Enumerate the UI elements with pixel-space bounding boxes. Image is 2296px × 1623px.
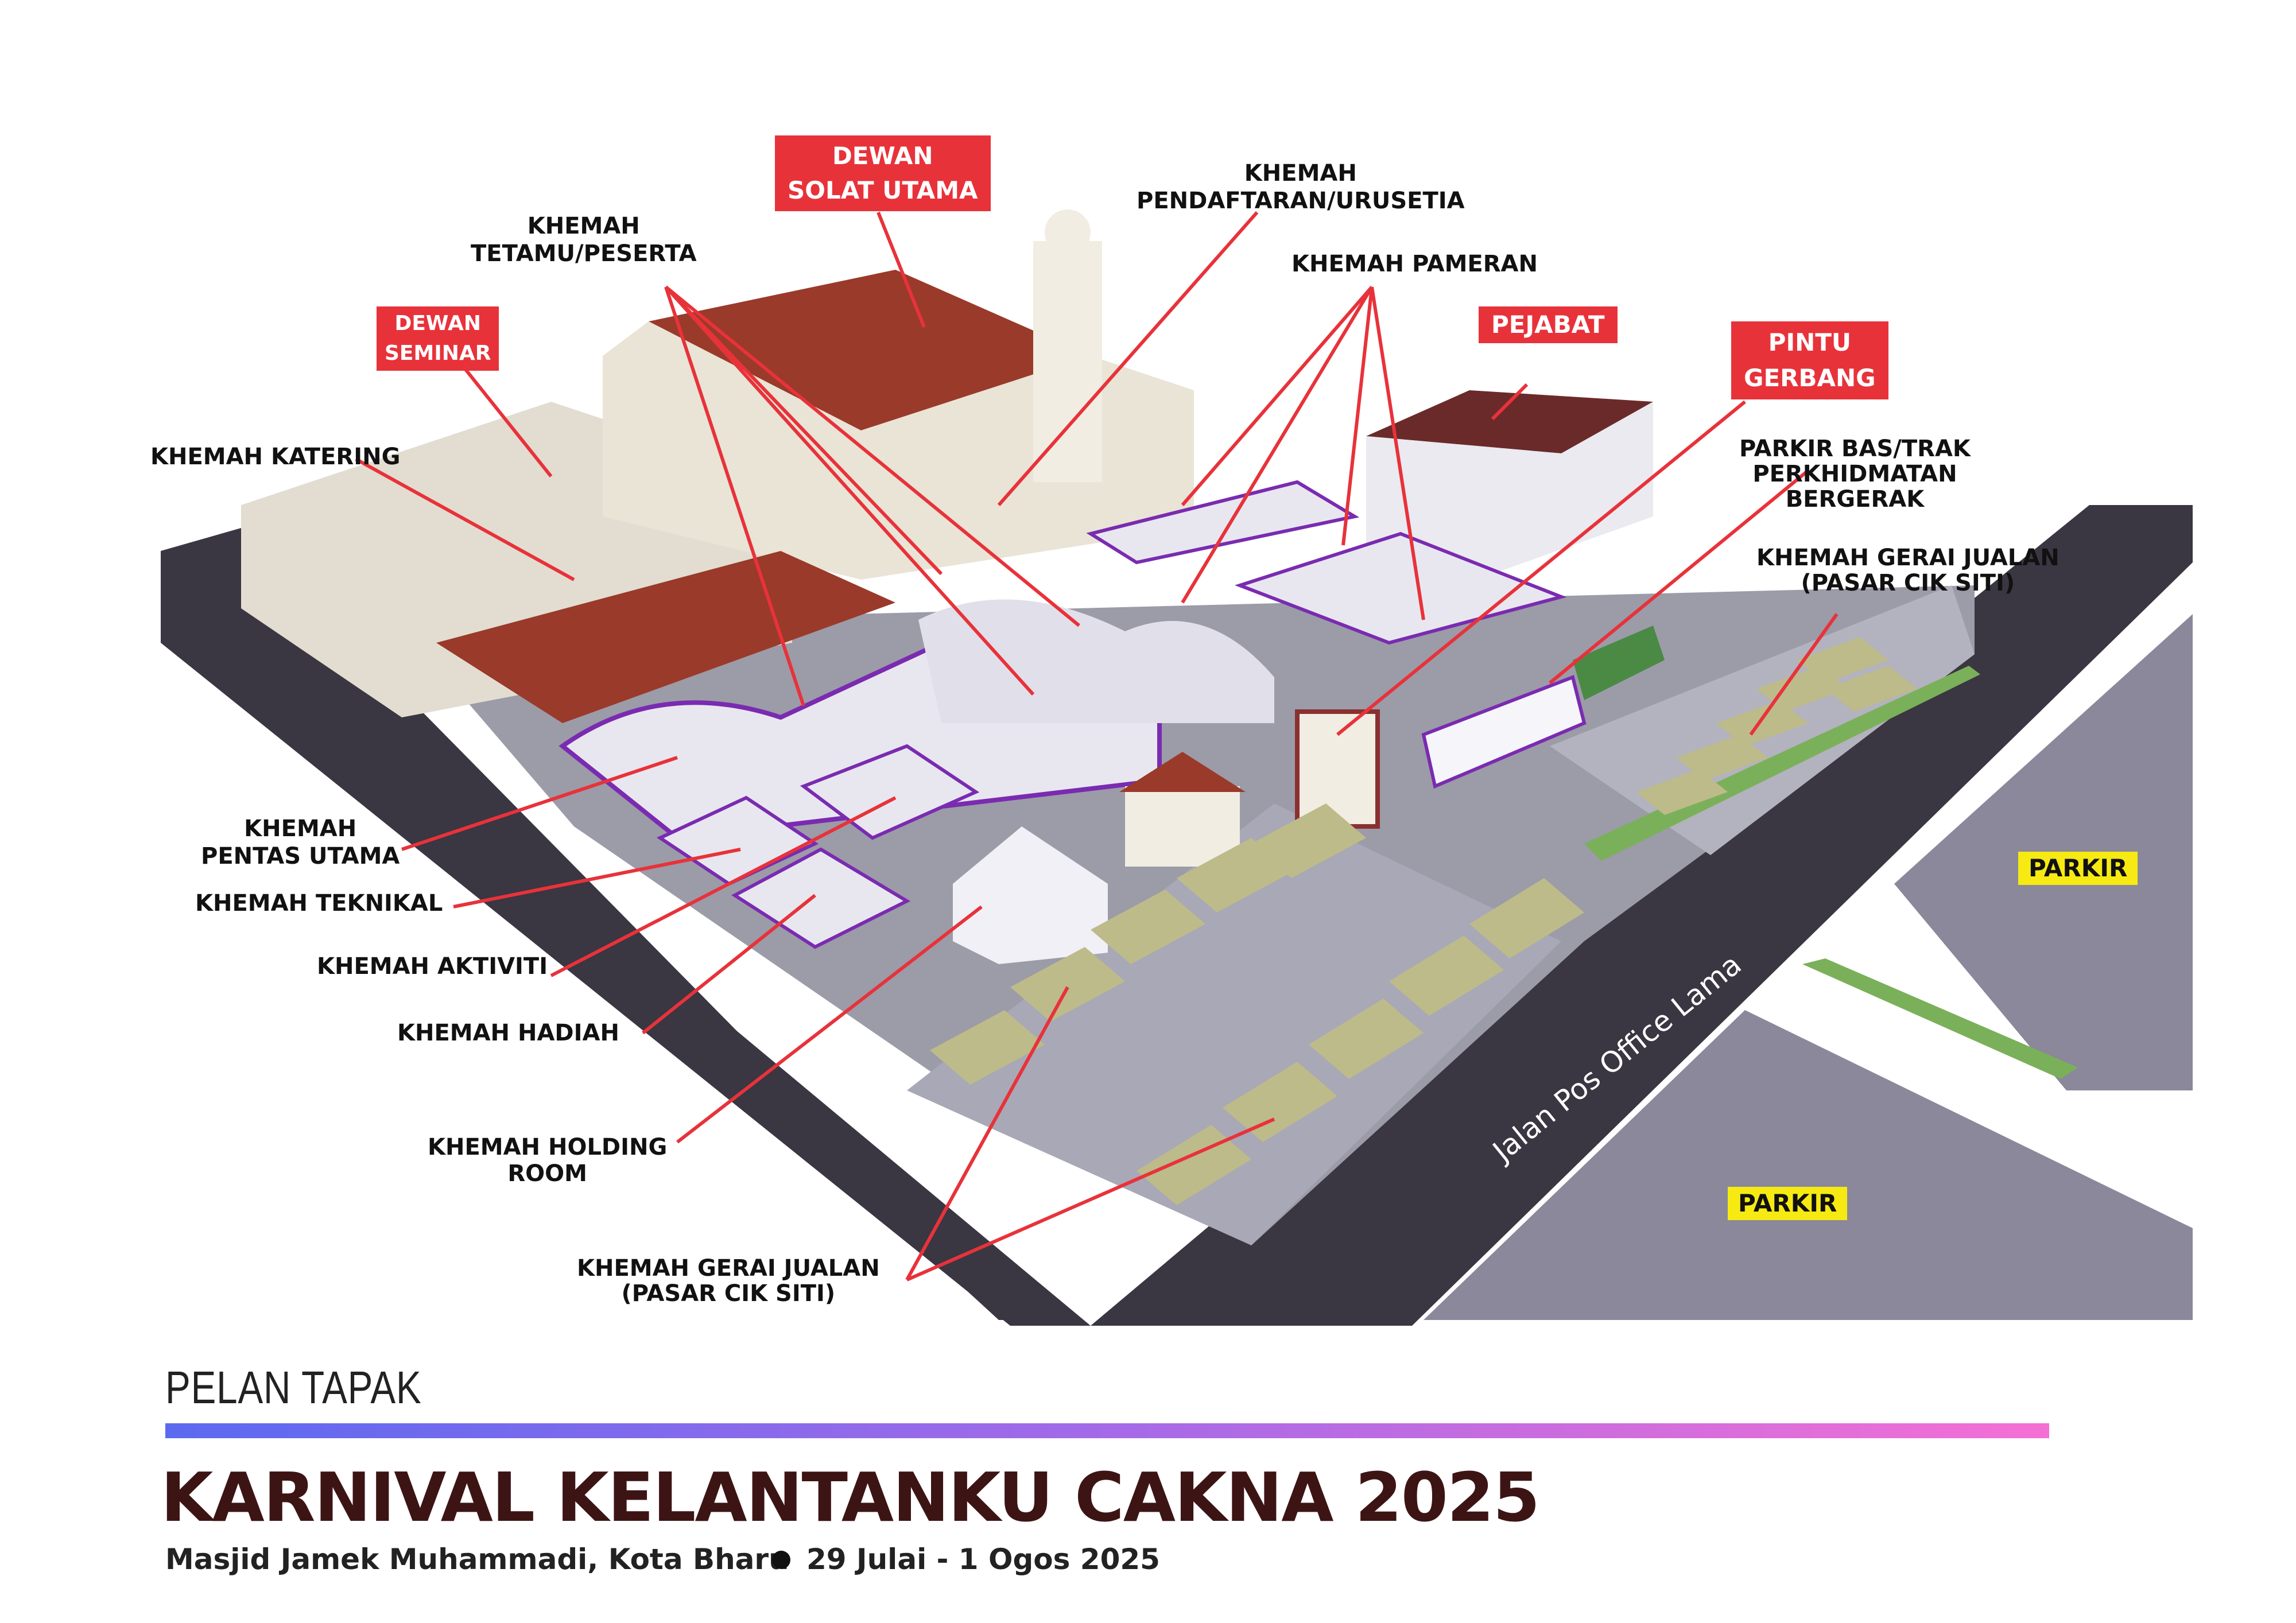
parkir-bottom-badge: PARKIR	[1728, 1187, 1848, 1220]
grass-strip	[1584, 666, 1980, 861]
bus	[1421, 674, 1587, 789]
truck	[1573, 626, 1665, 700]
event-dates: 29 Julai - 1 Ogos 2025	[806, 1543, 1160, 1576]
tent-activity-2	[731, 847, 911, 949]
parking-island	[1802, 958, 2078, 1079]
bullet-dot	[772, 1551, 790, 1569]
tag-dewan-solat: DEWAN SOLAT UTAMA	[775, 135, 991, 211]
label-khemah-pentas: KHEMAH PENTAS UTAMA	[201, 816, 400, 869]
guardhouse	[1125, 786, 1240, 867]
label-khemah-pendaftaran: KHEMAH PENDAFTARAN/URUSETIA	[1137, 160, 1465, 214]
tent-aktiviti	[656, 795, 819, 886]
dewan-solat-roof	[649, 270, 1091, 430]
pintu-gerbang	[1295, 709, 1380, 829]
tag-pejabat: PEJABAT	[1479, 306, 1618, 343]
label-khemah-teknikal: KHEMAH TEKNIKAL	[195, 890, 443, 917]
pejabat-roof	[1366, 390, 1653, 453]
gradient-divider	[165, 1423, 2049, 1438]
plan-label: PELAN TAPAK	[165, 1362, 422, 1413]
label-parkir-bas: PARKIR BAS/TRAK PERKHIDMATAN BERGERAK	[1739, 436, 1971, 512]
parking-lot-bottom	[1424, 1010, 2193, 1320]
label-khemah-gerai-bottom: KHEMAH GERAI JUALAN (PASAR CIK SITI)	[577, 1255, 880, 1307]
event-title: KARNIVAL KELANTANKU CAKNA 2025	[161, 1458, 1540, 1537]
label-khemah-gerai-top: KHEMAH GERAI JUALAN (PASAR CIK SITI)	[1756, 545, 2060, 596]
tent-hadiah	[953, 826, 1108, 964]
guardhouse-roof	[1119, 752, 1246, 792]
catering-roof	[436, 551, 895, 723]
label-khemah-katering: KHEMAH KATERING	[150, 444, 401, 470]
venue-text: Masjid Jamek Muhammadi, Kota Bharu	[165, 1543, 789, 1576]
minaret-dome	[1045, 209, 1091, 255]
pointer-arrows	[355, 211, 1839, 1282]
paved-front	[907, 803, 1561, 1245]
label-khemah-pameran: KHEMAH PAMERAN	[1292, 251, 1538, 277]
minaret	[1033, 241, 1102, 482]
label-khemah-holding: KHEMAH HOLDING ROOM	[428, 1134, 668, 1187]
parkir-top-badge: PARKIR	[2018, 852, 2138, 885]
tag-pintu-gerbang: PINTU GERBANG	[1731, 321, 1888, 399]
main-arched-tents	[918, 599, 1274, 723]
pejabat-wall	[1366, 402, 1653, 574]
tent-pameran	[1086, 480, 1360, 565]
tag-dewan-seminar: DEWAN SEMINAR	[377, 306, 499, 371]
stalls-bottom	[930, 803, 1584, 1205]
label-khemah-aktiviti: KHEMAH AKTIVITI	[317, 953, 548, 980]
label-khemah-hadiah: KHEMAH HADIAH	[397, 1020, 619, 1046]
label-khemah-tetamu: KHEMAH TETAMU/PESERTA	[471, 213, 697, 267]
stalls-top	[1636, 637, 1917, 815]
